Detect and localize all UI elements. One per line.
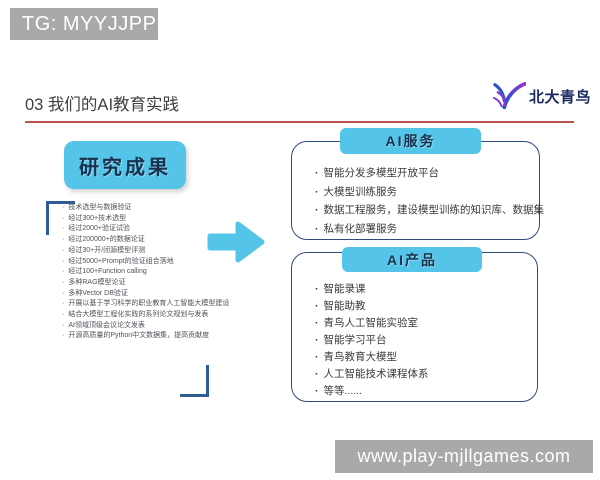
title-divider [25,121,574,123]
research-results-label: 研究成果 [64,141,186,189]
ai-products-header-text: AI产品 [387,251,437,268]
ai-services-header-text: AI服务 [385,133,436,149]
telegram-watermark-text: TG: MYYJJPP [22,12,157,35]
website-watermark-banner: www.play-mjllgames.com [335,440,593,473]
research-list-item: AI领域顶级会议论文发表 [62,321,262,332]
ai-service-item: 大模型训练服务 [315,183,544,202]
ai-service-item: 私有化部署服务 [315,220,544,239]
research-list-item: 经过300+技术选型 [62,214,262,225]
research-list-item: 经过30+开/闭源模型评测 [62,246,262,257]
ai-products-list: 智能录课 智能助教 青鸟人工智能实验室 智能学习平台 青鸟教育大模型 人工智能技… [315,281,429,400]
telegram-watermark-banner: TG: MYYJJPP [10,8,158,40]
bracket-bottom-right [180,365,209,397]
ai-product-item: 智能录课 [315,281,429,298]
ai-product-item: 智能助教 [315,298,429,315]
research-list-item: 经过5000+Prompt的验证组合落地 [62,257,262,268]
ai-service-item: 智能分发多模型开放平台 [315,164,544,183]
ai-product-item: 青鸟教育大模型 [315,349,429,366]
research-results-label-text: 研究成果 [79,156,171,179]
bracket-top-left [46,201,75,235]
page-title: 03 我们的AI教育实践 [25,96,180,114]
research-list-item: 开展以基于学习科学的职业教育人工智能大模型建设 [62,299,262,310]
brand-logo-text: 北大青鸟 [529,88,592,106]
right-arrow-icon [207,221,265,263]
website-watermark-text: www.play-mjllgames.com [357,446,571,466]
research-list-item: 经过100+Function calling [62,267,262,278]
research-list-item: 经过200000+的数据论证 [62,235,262,246]
ai-services-header: AI服务 [340,128,481,154]
ai-product-item: 人工智能技术课程体系 [315,366,429,383]
research-list-item: 技术选型与数据验证 [62,203,262,214]
research-list-item: 经过2000+验证试验 [62,224,262,235]
brand-logo: 北大青鸟 [492,81,591,111]
research-list-item: 多种Vector DB验证 [62,289,262,300]
research-list-item: 开源高质量的Python中文数据集，提高贡献度 [62,331,262,342]
ai-service-item: 数据工程服务，建设模型训练的知识库、数据集 [315,201,545,220]
ai-product-item: 等等...... [315,383,429,400]
ai-product-item: 智能学习平台 [315,332,429,349]
research-list: 技术选型与数据验证 经过300+技术选型 经过2000+验证试验 经过20000… [62,203,262,342]
ai-product-item: 青鸟人工智能实验室 [315,315,429,332]
research-list-item: 多种RAG模型论证 [62,278,262,289]
ai-products-header: AI产品 [342,247,482,272]
qingniao-bird-icon [493,81,526,110]
ai-services-list: 智能分发多模型开放平台 大模型训练服务 数据工程服务，建设模型训练的知识库、数据… [315,164,545,239]
research-list-item: 结合大模型工程化实践的系列论文规划与发表 [62,310,262,321]
